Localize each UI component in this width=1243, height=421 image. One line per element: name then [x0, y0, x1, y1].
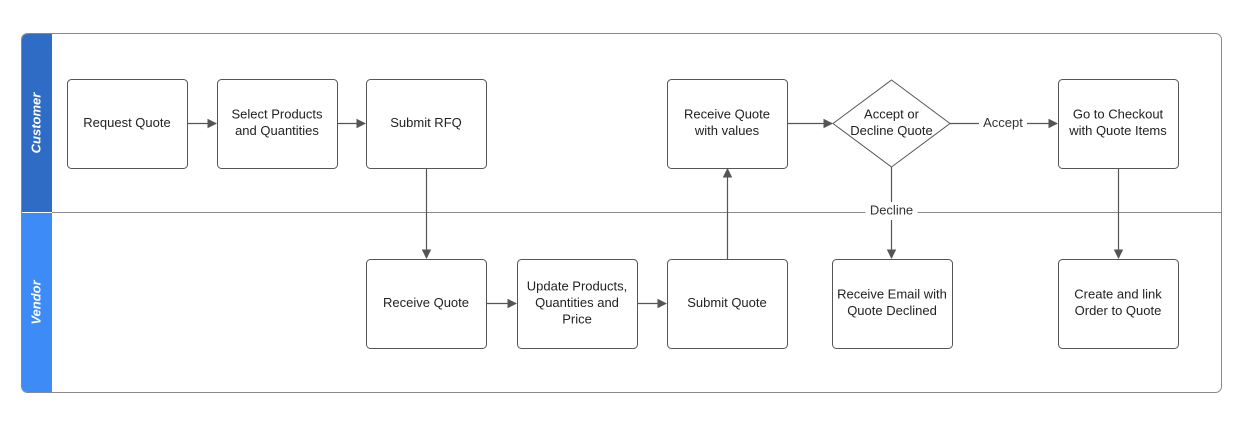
node-request-quote: Request Quote: [67, 79, 188, 169]
decision-diamond: [832, 79, 951, 168]
node-receive-quote: Receive Quote: [366, 259, 487, 349]
process-box: [1058, 79, 1179, 169]
node-submit-quote: Submit Quote: [667, 259, 788, 349]
node-submit-rfq: Submit RFQ: [366, 79, 487, 169]
process-box: [217, 79, 338, 169]
process-box: [67, 79, 188, 169]
node-label: Submit Quote: [687, 295, 767, 310]
lane-label-customer: Customer: [28, 92, 43, 154]
svg-text:Decline: Decline: [870, 202, 913, 217]
edge-label-accept: Accept: [979, 114, 1027, 133]
process-box: [667, 79, 788, 169]
svg-text:Accept: Accept: [983, 115, 1023, 130]
process-box: [1058, 259, 1179, 349]
node-label: Receive Quote: [383, 295, 469, 310]
node-label: Request Quote: [83, 115, 170, 130]
process-box: [832, 259, 953, 349]
lane-header-customer: Customer: [22, 34, 52, 212]
lane-header-vendor: Vendor: [22, 213, 52, 392]
lane-label-vendor: Vendor: [28, 279, 43, 324]
edge-label-decline: Decline: [865, 202, 918, 220]
process-box: [517, 259, 638, 349]
process-box: [366, 79, 487, 169]
process-box: [667, 259, 788, 349]
lane-header-bar: [22, 213, 52, 392]
node-label: Submit RFQ: [390, 115, 462, 130]
lane-header-bar: [22, 34, 52, 212]
process-box: [366, 259, 487, 349]
